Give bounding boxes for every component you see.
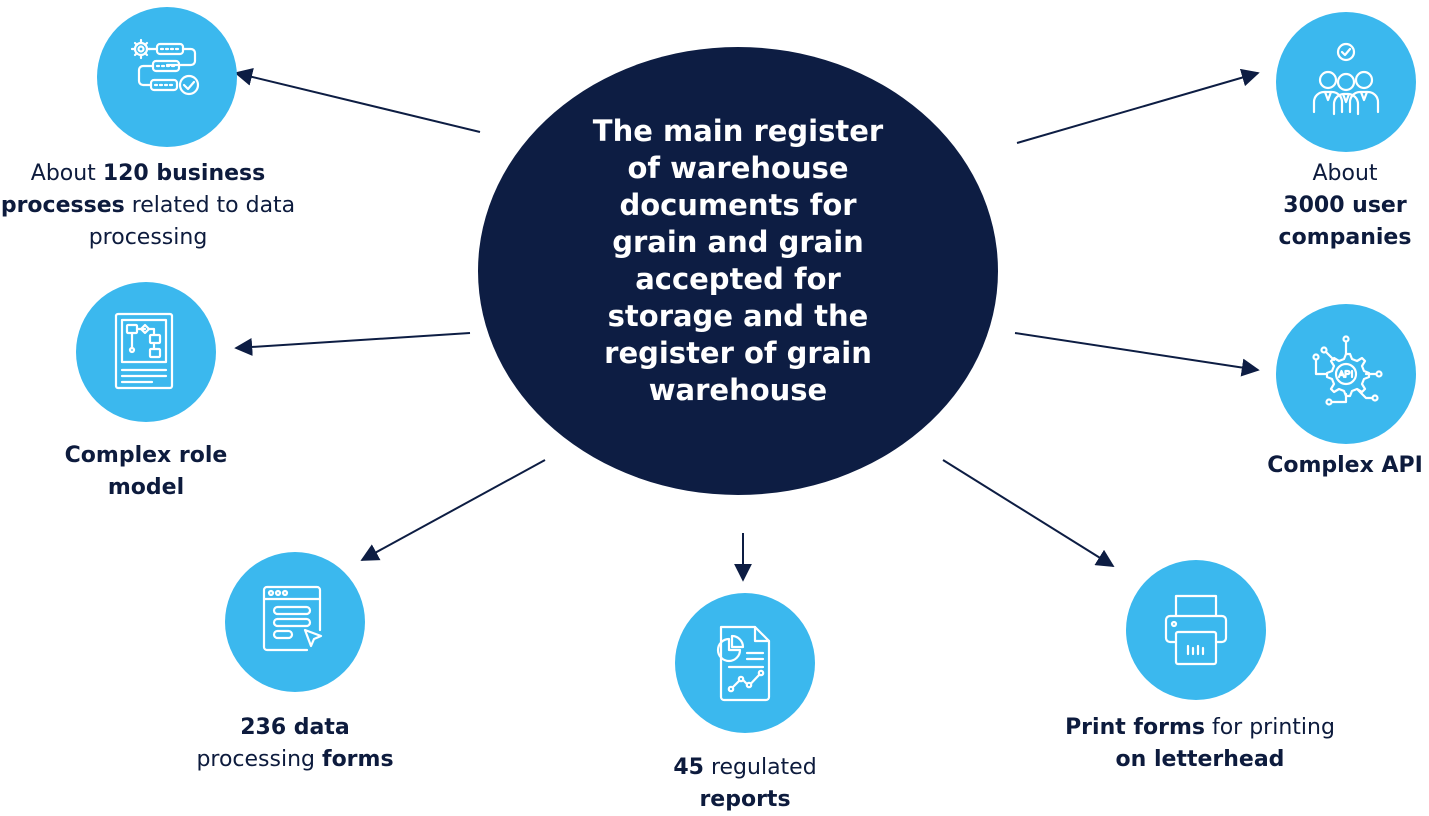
role-diagram-document-icon <box>114 312 174 390</box>
user-companies-caption: About 3000 user companies <box>1278 161 1412 250</box>
api-caption: Complex API <box>1267 453 1423 478</box>
user-companies-node <box>1276 12 1416 152</box>
print-forms-node <box>1126 560 1266 700</box>
print-forms-caption: Print forms for printing on letterhead <box>1065 715 1335 772</box>
reports-caption: 45 regulated reports <box>673 755 817 812</box>
reports-node <box>675 593 815 733</box>
report-chart-icon <box>716 625 771 702</box>
arrow-to-api <box>1014 332 1260 377</box>
business-processes-node <box>97 7 237 147</box>
arrow-to-print-forms <box>942 459 1115 567</box>
role-model-caption: Complex role model <box>64 443 228 500</box>
data-forms-caption: 236 data processing forms <box>196 715 394 772</box>
central-register-circle: The main register of warehouse documents… <box>478 47 998 495</box>
arrow-to-user-companies <box>1016 68 1260 144</box>
arrow-to-business-processes <box>234 68 481 133</box>
form-window-cursor-icon <box>262 585 323 652</box>
arrow-to-role-model <box>234 332 471 356</box>
api-node <box>1276 304 1416 444</box>
business-processes-caption: About 120 business processes related to … <box>0 161 296 250</box>
users-check-icon <box>1312 42 1380 116</box>
workflow-gears-icon <box>130 38 200 96</box>
arrow-to-data-forms <box>360 459 546 561</box>
printer-icon <box>1164 594 1228 666</box>
data-forms-node <box>225 552 365 692</box>
role-model-node <box>76 282 216 422</box>
central-register-title: The main register of warehouse documents… <box>592 114 884 407</box>
api-gear-icon <box>1312 335 1383 406</box>
